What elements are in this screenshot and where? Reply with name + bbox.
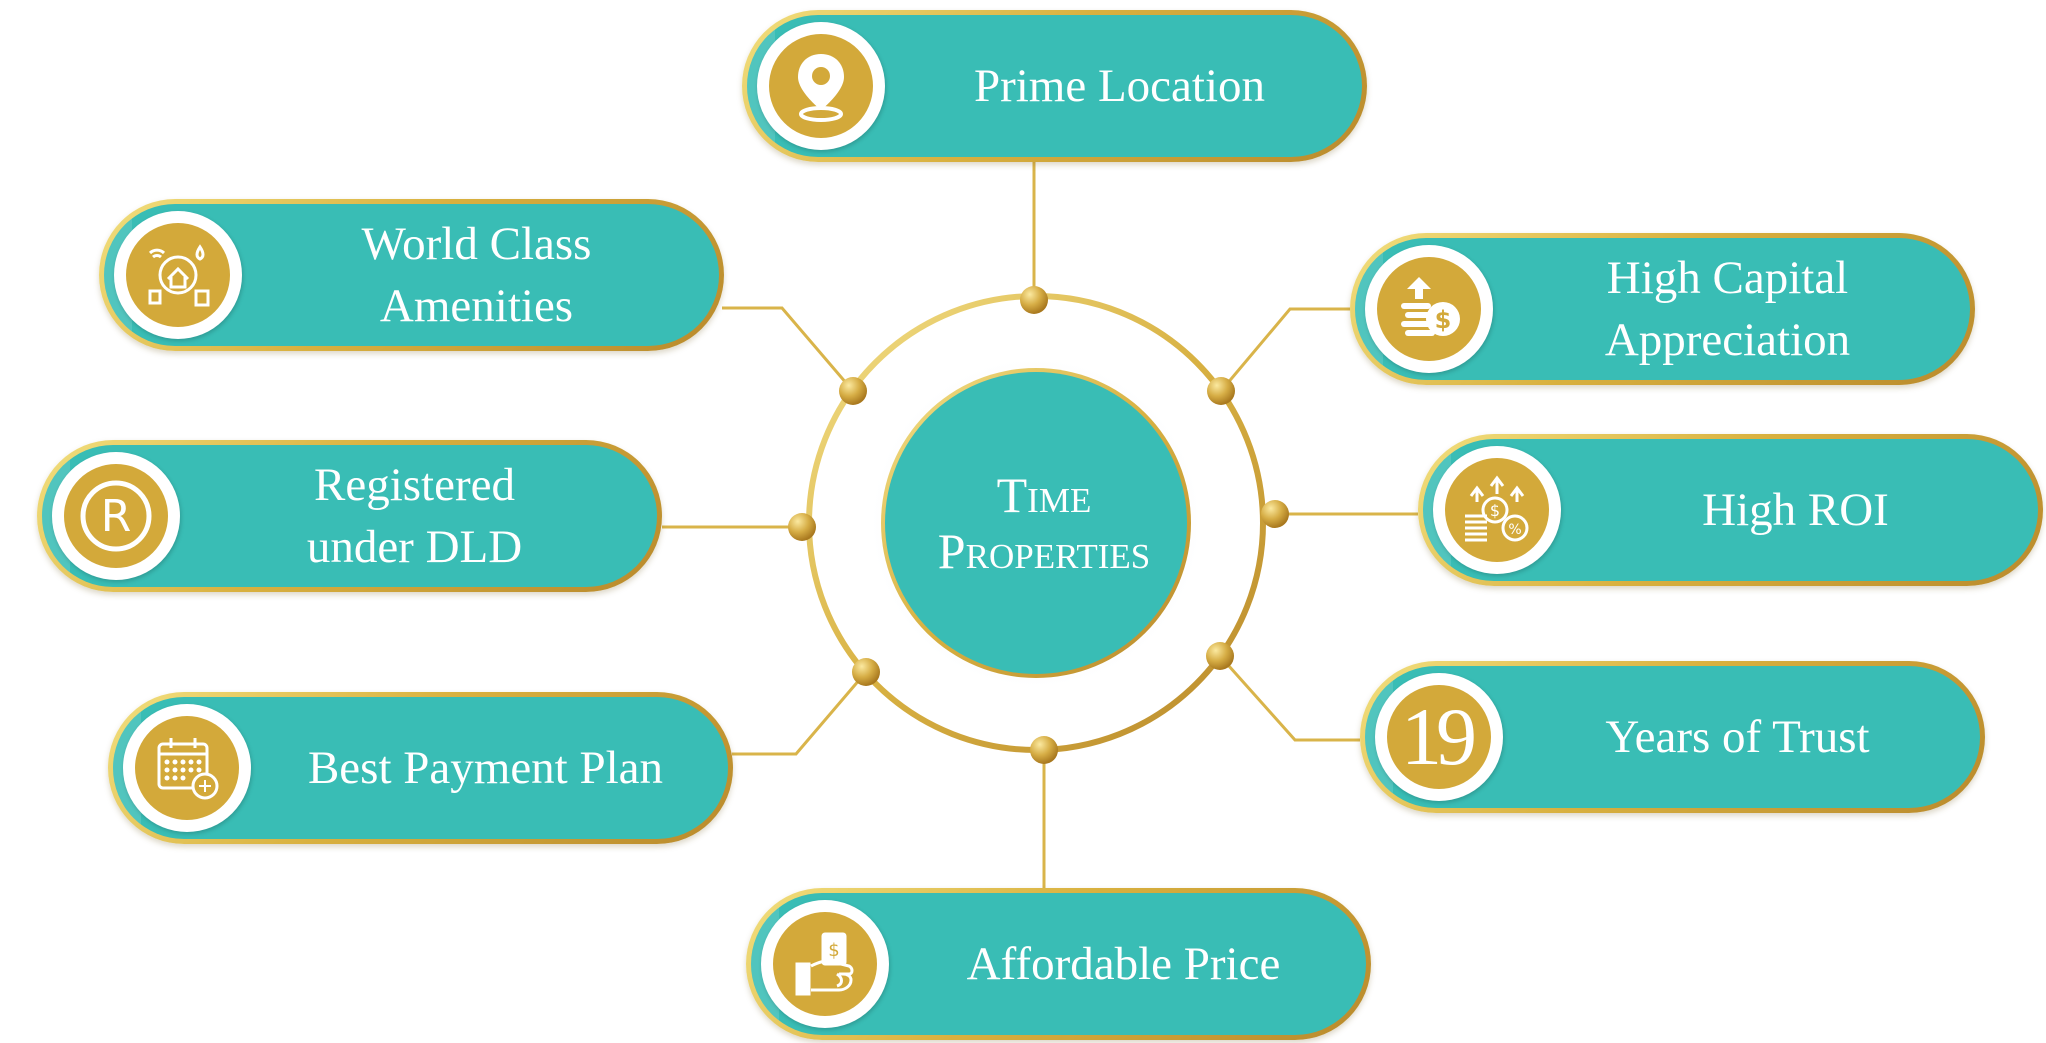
feature-label: Best Payment Plan — [263, 697, 708, 839]
dot-right — [1261, 500, 1289, 528]
feature-label: Years of Trust — [1515, 666, 1960, 808]
feature-label-line: World Class — [361, 217, 592, 270]
dot-bottom — [1030, 736, 1058, 764]
feature-label-line: High Capital — [1606, 251, 1849, 304]
feature-label-line: Amenities — [379, 280, 574, 332]
connector-world-class-amenities — [722, 306, 855, 392]
connector-lines — [662, 162, 1418, 888]
feature-label: World Class Amenities — [254, 204, 699, 346]
junction-dots — [788, 286, 1289, 764]
dot-upper-right — [1207, 377, 1235, 405]
svg-text:$: $ — [1490, 501, 1500, 520]
years-number-badge: 19 — [1387, 685, 1491, 789]
smart-home-amenities-icon — [126, 223, 230, 327]
feature-years-of-trust: 19 Years of Trust — [1360, 661, 1985, 813]
connector-best-payment-plan — [732, 671, 868, 756]
connector-high-capital-appreciation — [1219, 307, 1350, 392]
feature-high-roi: $ % High ROI — [1418, 434, 2043, 586]
roi-chart-coins-icon: $ % — [1445, 458, 1549, 562]
feature-affordable-price: $ Affordable Price — [746, 888, 1371, 1040]
feature-label-line: Best Payment Plan — [307, 741, 664, 794]
svg-text:$: $ — [828, 940, 839, 961]
center-title: Time Properties — [888, 438, 1200, 608]
feature-label-line: Appreciation — [1604, 314, 1851, 366]
dot-lower-left — [852, 658, 880, 686]
feature-label-line: Prime Location — [973, 59, 1266, 112]
center-title-line2: Properties — [937, 523, 1151, 579]
hand-money-icon: $ — [773, 912, 877, 1016]
feature-label-line: Affordable Price — [966, 937, 1281, 990]
location-pin-icon — [769, 34, 873, 138]
feature-label-line: under DLD — [306, 521, 523, 573]
feature-label-line: Years of Trust — [1605, 710, 1870, 763]
feature-label: High Capital Appreciation — [1505, 238, 1950, 380]
feature-label-line: High ROI — [1702, 483, 1889, 536]
svg-text:R: R — [101, 491, 132, 542]
feature-world-class-amenities: World Class Amenities — [99, 199, 724, 351]
dot-top — [1020, 286, 1048, 314]
feature-best-payment-plan: Best Payment Plan — [108, 692, 733, 844]
feature-label: Prime Location — [897, 15, 1342, 157]
dot-lower-right — [1206, 642, 1234, 670]
feature-label: High ROI — [1573, 439, 2018, 581]
calendar-coins-icon — [135, 716, 239, 820]
feature-label: Registered under DLD — [192, 445, 637, 587]
feature-registered-under-dld: R Registered under DLD — [37, 440, 662, 592]
connector-years-of-trust — [1218, 655, 1360, 742]
svg-text:%: % — [1508, 522, 1521, 538]
feature-high-capital-appreciation: $ High Capital Appreciation — [1350, 233, 1975, 385]
feature-label: Affordable Price — [901, 893, 1346, 1035]
years-number: 19 — [1401, 691, 1477, 782]
feature-prime-location: Prime Location — [742, 10, 1367, 162]
svg-text:$: $ — [1435, 306, 1452, 334]
center-title-line1: Time — [996, 467, 1092, 523]
feature-label-line: Registered — [314, 458, 515, 511]
dot-left — [788, 513, 816, 541]
dot-upper-left — [839, 377, 867, 405]
coin-growth-icon: $ — [1377, 257, 1481, 361]
registered-mark-icon: R — [64, 464, 168, 568]
center-disc — [885, 372, 1187, 674]
